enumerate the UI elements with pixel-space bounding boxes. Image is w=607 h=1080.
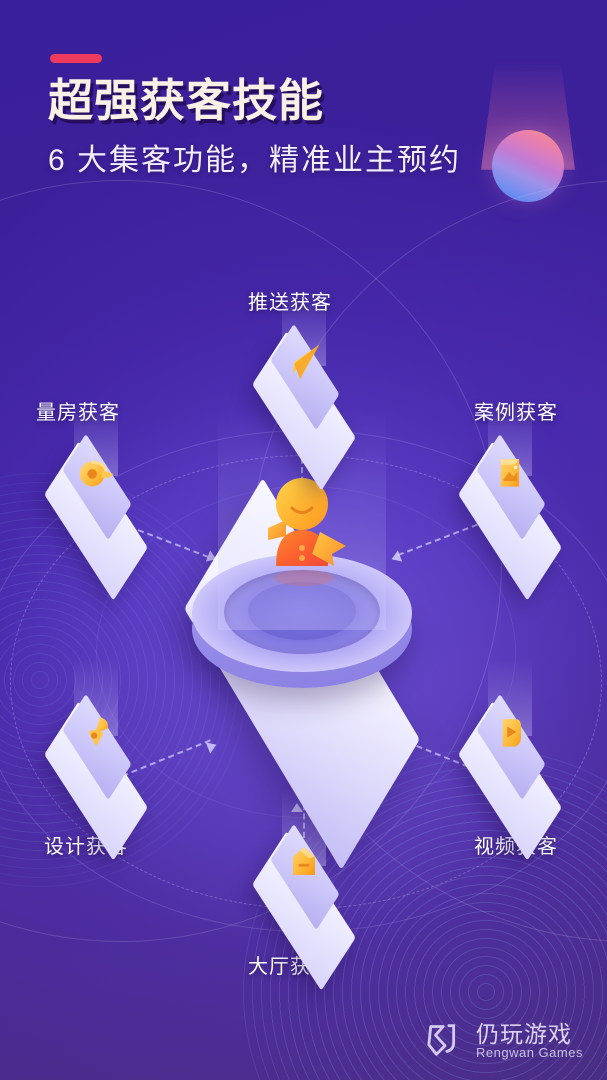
- paper-plane-icon: [278, 336, 330, 388]
- gradient-orb-decoration: [492, 130, 564, 202]
- node-pedestal-video[interactable]: [440, 658, 580, 871]
- watermark-en: Rengwan Games: [476, 1045, 583, 1061]
- person-megaphone-icon: [250, 470, 354, 590]
- page-title: 超强获客技能: [48, 75, 325, 126]
- watermark-cn: 仍玩游戏: [476, 1021, 572, 1048]
- play-button-icon: [484, 706, 536, 758]
- node-pedestal-design[interactable]: [26, 658, 166, 871]
- node-pedestal-survey[interactable]: [26, 398, 166, 611]
- cylinder-core: [248, 582, 356, 640]
- node-pedestal-push[interactable]: [234, 288, 374, 501]
- rengwan-logo-icon: [425, 1018, 467, 1065]
- photo-folder-icon: [484, 446, 536, 498]
- watermark: 仍玩游戏 Rengwan Games: [425, 1012, 590, 1070]
- page-subtitle: 6 大集客功能，精准业主预约: [48, 144, 462, 177]
- node-pedestal-case[interactable]: [440, 398, 580, 611]
- accent-bar: [50, 54, 102, 63]
- house-icon: [278, 836, 330, 888]
- node-label-case: 案例获客: [474, 396, 558, 425]
- node-label-survey: 量房获客: [36, 396, 120, 425]
- center-platform: [92, 410, 512, 889]
- node-label-push: 推送获客: [248, 286, 332, 315]
- pen-tool-icon: [70, 706, 122, 758]
- light-beam-decoration: [480, 60, 576, 170]
- node-pedestal-hall[interactable]: [234, 788, 374, 1001]
- tape-measure-icon: [70, 446, 122, 498]
